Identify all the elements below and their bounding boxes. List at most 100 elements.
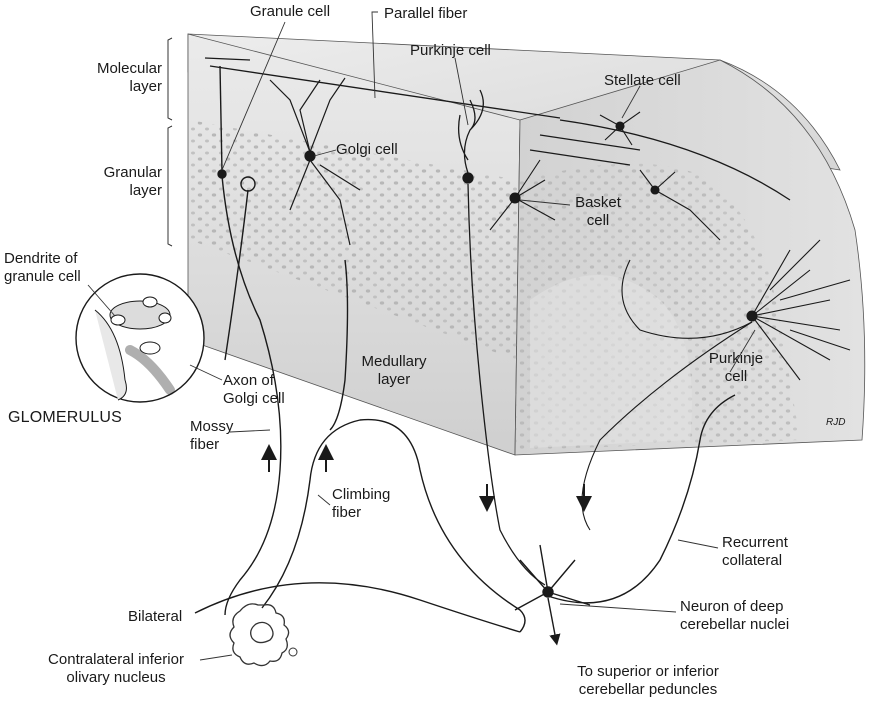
label-granule-cell: Granule cell	[250, 3, 331, 20]
leader-dendrite-granule	[87, 284, 116, 317]
golgi-cell-body	[304, 150, 316, 162]
label-axon-golgi-cell: Axon of Golgi cell	[223, 372, 285, 408]
climbing-fiber	[261, 259, 526, 633]
medullary-core-side	[530, 275, 692, 448]
medullary-line-2: layer	[377, 371, 411, 388]
bilateral-fiber	[194, 582, 521, 633]
medullary-line-1: Medullary	[361, 353, 427, 370]
mossy-line-1: Mossy	[190, 418, 234, 435]
axon-golgi-line-2: Golgi cell	[223, 390, 285, 407]
granule-ascending-axon	[219, 65, 223, 173]
deep-nuclei-line-2: cerebellar nuclei	[680, 616, 790, 633]
basket-line-1: Basket	[575, 194, 621, 211]
label-to-peduncles: To superior or inferior cerebellar pedun…	[556, 663, 740, 699]
leader-axon-golgi	[189, 364, 223, 381]
stellate-cell-processes	[599, 111, 641, 146]
deep-nuclei-circuit	[194, 394, 736, 646]
golgi-dendrite-3	[299, 79, 321, 153]
leader-deep-nuclei	[559, 603, 677, 613]
leader-golgi	[313, 149, 337, 157]
climbing-fiber-ascending	[329, 259, 349, 431]
parallel-fiber-2	[204, 57, 251, 61]
golgi-dendrite-2	[309, 77, 346, 153]
recurrent-collateral-path	[547, 394, 736, 604]
golgi-axon-branches	[289, 159, 361, 246]
leader-mossy	[229, 429, 271, 433]
parallel-fiber-5	[559, 119, 791, 201]
parallel-fibers	[204, 57, 791, 201]
molecular-line-2: layer	[129, 78, 162, 95]
label-purkinje-cell-side: Purkinje cell	[700, 350, 772, 386]
artist-signature: RJD	[826, 417, 846, 428]
label-granular-layer: Granular layer	[76, 164, 162, 200]
label-medullary-layer: Medullary layer	[346, 353, 442, 389]
molecular-bracket	[167, 37, 173, 121]
leader-climbing	[317, 494, 331, 506]
parallel-fiber-3	[539, 134, 641, 151]
recurrent-line-2: collateral	[722, 552, 783, 569]
label-purkinje-cell-top: Purkinje cell	[410, 42, 491, 59]
leader-basket	[519, 199, 571, 206]
dendrite-line-2: granule cell	[4, 268, 81, 285]
label-golgi-cell: Golgi cell	[336, 141, 398, 158]
leader-olive	[199, 654, 233, 661]
label-basket-cell: Basket cell	[566, 194, 630, 230]
axon-golgi-line-1: Axon of	[223, 372, 274, 389]
inferior-olive-nucleus	[229, 603, 290, 667]
label-contralateral-olive: Contralateral inferior olivary nucleus	[30, 651, 202, 687]
mossy-fiber-path	[221, 175, 282, 616]
parallel-fiber-4	[529, 149, 631, 166]
glomerulus-dendrite-d	[139, 341, 161, 355]
purkinje-front-dendrites	[457, 89, 484, 174]
leader-stellate	[621, 85, 641, 119]
glomerulus-axon-2	[125, 345, 175, 395]
glomerulus-dendrite-b	[142, 296, 158, 308]
leader-parallel-fiber	[371, 11, 378, 99]
olive-line-1: Contralateral inferior	[48, 651, 184, 668]
deep-nucleus-dendrites	[514, 544, 591, 611]
basket-stellate-cells	[489, 111, 721, 241]
purkinje-side-axon	[621, 259, 753, 339]
golgi-cell-axon	[224, 189, 249, 361]
deep-nuclei-line-1: Neuron of deep	[680, 598, 784, 615]
label-glomerulus: GLOMERULUS	[8, 409, 123, 426]
direction-arrows	[261, 444, 592, 512]
granular-line-2: layer	[129, 182, 162, 199]
label-climbing-fiber: Climbing fiber	[332, 486, 390, 522]
climbing-line-2: fiber	[332, 504, 362, 521]
cortex-block	[187, 33, 866, 456]
label-bilateral: Bilateral	[128, 608, 183, 625]
olive-tail	[288, 647, 298, 657]
purkinje-side-dendrite-fan	[751, 239, 851, 381]
peduncles-line-1: To superior or inferior	[577, 663, 719, 680]
olive-line-2: olivary nucleus	[66, 669, 166, 686]
label-stellate-cell: Stellate cell	[604, 72, 681, 89]
basket-line-2: cell	[586, 212, 610, 229]
layer-brackets	[167, 37, 173, 247]
parallel-fiber-1	[209, 65, 561, 119]
glomerulus-dendrite-a	[110, 314, 126, 326]
granular-line-1: Granular	[103, 164, 162, 181]
leader-granule-cell	[221, 21, 286, 171]
purkinje-cell-front	[457, 89, 546, 586]
basket-cell-processes	[489, 159, 556, 231]
leader-lines	[87, 11, 756, 661]
glomerulus-circle	[75, 273, 205, 403]
leader-purkinje-side	[729, 329, 756, 373]
deep-nucleus-output	[547, 597, 561, 646]
basket-side-processes	[639, 169, 721, 241]
climbing-fiber-path	[261, 418, 526, 633]
glomerulus-inset	[75, 273, 205, 403]
glomerulus-axon-1	[94, 309, 127, 401]
label-recurrent-collateral: Recurrent collateral	[722, 534, 788, 570]
purkinje-side-line-2: cell	[724, 368, 748, 385]
granular-bracket	[167, 125, 173, 247]
purkinje-front-body	[462, 172, 474, 184]
label-parallel-fiber: Parallel fiber	[384, 5, 468, 22]
mossy-line-2: fiber	[190, 436, 220, 453]
leader-recurrent	[677, 539, 719, 549]
golgi-dendrite-1	[269, 79, 311, 153]
molecular-line-1: Molecular	[96, 60, 162, 77]
